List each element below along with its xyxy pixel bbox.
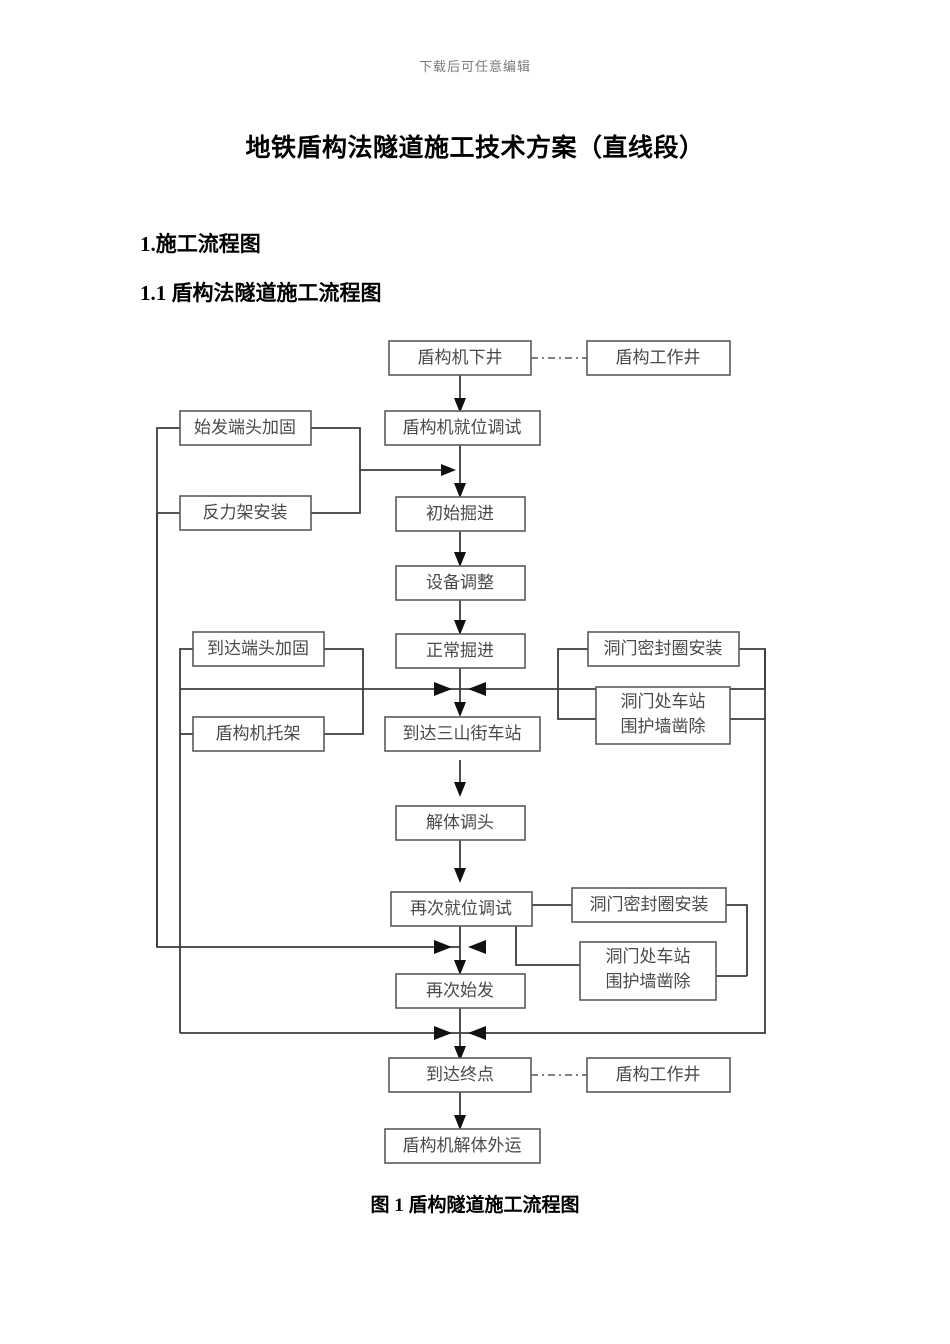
node-reaction-frame-install[interactable]: 反力架安装 bbox=[179, 495, 312, 531]
arrow-head-right-icon bbox=[468, 1026, 486, 1040]
edge-right-far-rail bbox=[460, 649, 766, 1034]
arrow-head-right-icon bbox=[468, 940, 486, 954]
node-work-shaft-bottom[interactable]: 盾构工作井 bbox=[586, 1057, 731, 1093]
arrow-head-icon bbox=[454, 1115, 466, 1130]
node-label: 到达端头加固 bbox=[207, 639, 309, 658]
edge-cradle-merge bbox=[324, 689, 364, 735]
arrow-head-left-icon bbox=[434, 940, 452, 954]
edge-portal-seal-lower-right bbox=[726, 904, 748, 976]
node-shield-cradle[interactable]: 盾构机托架 bbox=[192, 716, 325, 752]
node-arrival-end-reinforce[interactable]: 到达端头加固 bbox=[192, 631, 325, 667]
edge-arrival-reinforce-merge bbox=[324, 648, 364, 689]
edge-launch-group-merge bbox=[311, 427, 444, 471]
node-launch-end-reinforce[interactable]: 始发端头加固 bbox=[179, 410, 312, 446]
node-label: 盾构机就位调试 bbox=[403, 418, 522, 437]
node-label: 盾构机下井 bbox=[418, 348, 503, 367]
edge-portal-seal-upper-left bbox=[557, 648, 588, 689]
heading-section-1: 1.施工流程图 bbox=[140, 232, 261, 256]
node-label: 洞门密封圈安装 bbox=[590, 895, 709, 914]
node-portal-wall-chisel-upper[interactable]: 洞门处车站 围护墙凿除 bbox=[595, 686, 731, 745]
node-label-line1: 洞门处车站 bbox=[606, 947, 691, 966]
node-label: 盾构工作井 bbox=[616, 1065, 701, 1084]
arrow-head-left-icon bbox=[434, 682, 452, 696]
arrow-head-icon bbox=[454, 868, 466, 883]
arrow-head-icon bbox=[454, 702, 466, 717]
arrow-head-icon bbox=[454, 620, 466, 635]
edge-reaction-frame-merge bbox=[311, 470, 361, 514]
edge-left-outer-rail bbox=[156, 427, 180, 947]
edge-arrival-group-left-rail bbox=[179, 648, 193, 1033]
arrow-head-right-icon bbox=[468, 682, 486, 696]
node-label-line2: 围护墙凿除 bbox=[621, 717, 706, 736]
edge-portal-chisel-lower-left bbox=[515, 947, 580, 966]
node-label: 初始掘进 bbox=[426, 504, 494, 523]
arrow-head-left-icon bbox=[434, 1026, 452, 1040]
node-dismantle-turn[interactable]: 解体调头 bbox=[395, 805, 526, 841]
arrow-head-icon bbox=[454, 1046, 466, 1061]
node-label: 再次始发 bbox=[426, 981, 494, 1000]
arrow-head-icon bbox=[441, 464, 456, 476]
heading-section-1-1: 1.1 盾构法隧道施工流程图 bbox=[140, 281, 382, 305]
node-arrive-terminus[interactable]: 到达终点 bbox=[388, 1057, 532, 1093]
flowchart-figure: 盾构机下井 盾构工作井 盾构机就位调试 始发端头加固 反力架安装 bbox=[0, 325, 950, 1195]
edge-left-outer-rail-to-relaunch bbox=[156, 513, 460, 948]
page-header-note: 下载后可任意编辑 bbox=[418, 59, 531, 74]
node-label: 洞门密封圈安装 bbox=[604, 639, 723, 658]
arrow-head-icon bbox=[454, 398, 466, 413]
node-work-shaft-top[interactable]: 盾构工作井 bbox=[586, 340, 731, 376]
node-label: 设备调整 bbox=[426, 573, 494, 592]
node-shield-lowering[interactable]: 盾构机下井 bbox=[388, 340, 532, 376]
node-label: 到达三山街车站 bbox=[403, 724, 522, 743]
arrow-head-icon bbox=[454, 552, 466, 567]
node-portal-wall-chisel-lower[interactable]: 洞门处车站 围护墙凿除 bbox=[579, 941, 717, 1001]
node-label: 再次就位调试 bbox=[410, 899, 512, 918]
arrow-head-icon bbox=[454, 782, 466, 797]
node-portal-seal-install-lower[interactable]: 洞门密封圈安装 bbox=[571, 887, 727, 923]
node-label: 到达终点 bbox=[426, 1065, 494, 1084]
node-shield-dismantle-transport[interactable]: 盾构机解体外运 bbox=[384, 1128, 541, 1164]
node-normal-excavation[interactable]: 正常掘进 bbox=[395, 633, 526, 669]
node-initial-excavation[interactable]: 初始掘进 bbox=[395, 496, 526, 532]
page-title: 地铁盾构法隧道施工技术方案（直线段） bbox=[245, 135, 705, 162]
node-label: 盾构机解体外运 bbox=[403, 1136, 522, 1155]
node-relaunch[interactable]: 再次始发 bbox=[395, 973, 526, 1009]
node-label: 始发端头加固 bbox=[194, 418, 296, 437]
arrow-head-icon bbox=[454, 960, 466, 975]
arrow-head-icon bbox=[454, 483, 466, 498]
node-repositioning-commissioning[interactable]: 再次就位调试 bbox=[390, 891, 533, 927]
node-label-line1: 洞门处车站 bbox=[621, 692, 706, 711]
node-equipment-adjust[interactable]: 设备调整 bbox=[395, 565, 526, 601]
node-label: 正常掘进 bbox=[426, 641, 494, 660]
node-positioning-commissioning[interactable]: 盾构机就位调试 bbox=[384, 410, 541, 446]
node-label: 盾构机托架 bbox=[216, 724, 301, 743]
node-arrive-sanshanjie[interactable]: 到达三山街车站 bbox=[384, 716, 541, 752]
node-portal-seal-install-upper[interactable]: 洞门密封圈安装 bbox=[587, 631, 740, 667]
edge-portal-chisel-upper-left bbox=[557, 689, 596, 720]
node-label-line2: 围护墙凿除 bbox=[606, 972, 691, 991]
node-label: 解体调头 bbox=[426, 813, 494, 832]
node-label: 盾构工作井 bbox=[616, 348, 701, 367]
figure-caption: 图 1 盾构隧道施工流程图 bbox=[370, 1195, 580, 1216]
edge-portal-seal-upper-right bbox=[739, 648, 766, 689]
node-label: 反力架安装 bbox=[203, 503, 288, 522]
